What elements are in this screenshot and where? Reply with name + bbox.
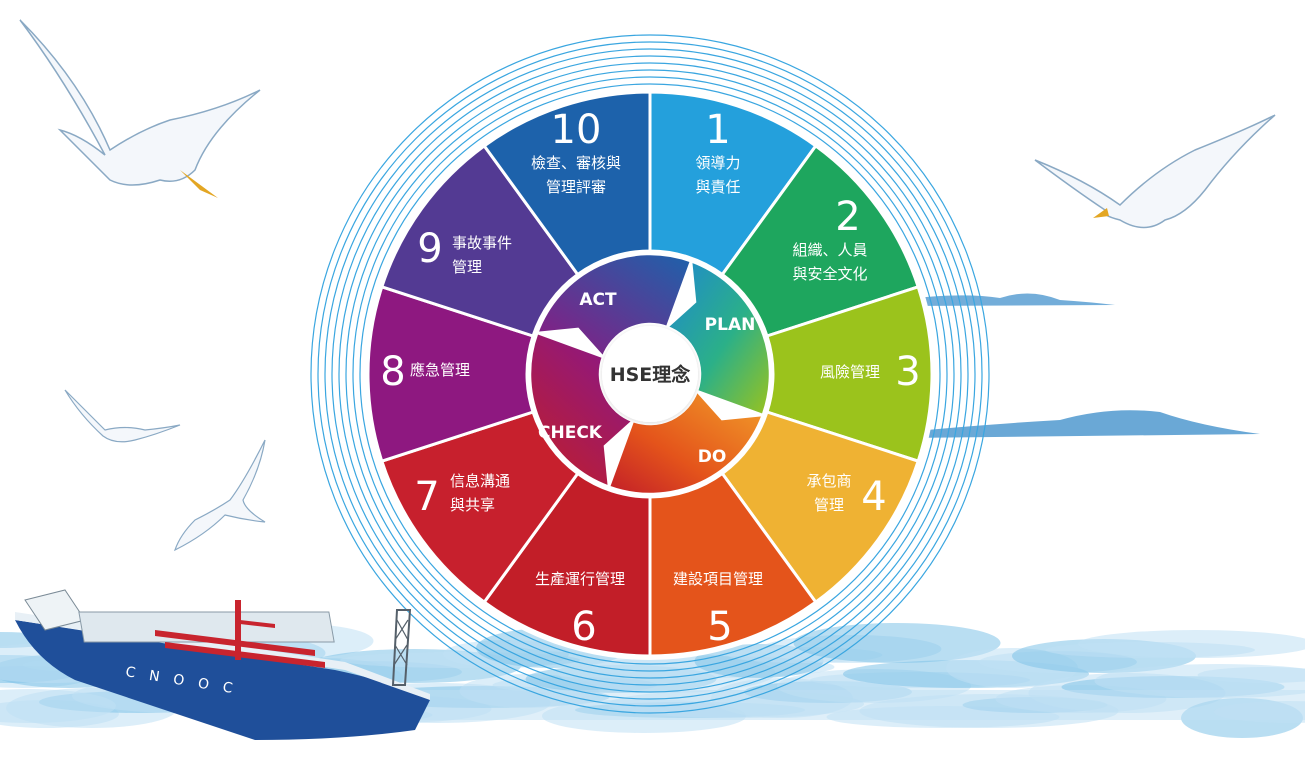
- segment-text: 與共享: [450, 496, 495, 514]
- segment-7: [379, 410, 580, 605]
- segment-4: [720, 410, 921, 605]
- segment-text: 建設項目管理: [673, 570, 763, 588]
- segment-1: [648, 90, 818, 277]
- phase-label-check: CHECK: [538, 423, 603, 443]
- segment-number: 9: [417, 226, 442, 272]
- segment-text: 組織、人員: [792, 241, 867, 259]
- segment-label-3: 3 風險管理: [820, 349, 921, 395]
- segment-5: [648, 471, 818, 658]
- pdca-phases: PLAN DO CHECK ACT: [528, 252, 772, 496]
- segment-text: 應急管理: [410, 361, 470, 379]
- segment-number: 1: [705, 107, 730, 153]
- segment-number: 7: [414, 474, 439, 520]
- segment-text: 管理評審: [546, 178, 606, 196]
- segment-label-6: 6 生產運行管理: [535, 570, 625, 650]
- center-hub: HSE理念: [602, 326, 698, 422]
- seagull-icon: [64, 389, 181, 443]
- segment-number: 10: [551, 107, 602, 153]
- segment-text: 生產運行管理: [535, 570, 625, 588]
- phase-do: [607, 388, 765, 496]
- segment-8: [366, 284, 535, 464]
- segment-text: 領導力: [695, 154, 740, 172]
- segment-text: 承包商: [806, 472, 851, 490]
- seagull-icon: [1034, 114, 1276, 229]
- segment-text: 事故事件: [452, 234, 512, 252]
- segment-text: 管理: [452, 258, 482, 276]
- segment-number: 5: [707, 604, 732, 650]
- segment-text: 與責任: [695, 178, 740, 196]
- segment-label-5: 5 建設項目管理: [673, 570, 763, 650]
- seagull-icon: [173, 439, 266, 552]
- phase-label-do: DO: [698, 447, 727, 467]
- segment-number: 8: [380, 349, 405, 395]
- island-silhouette: [900, 293, 1260, 438]
- phase-check: [528, 331, 636, 489]
- segment-text: 與安全文化: [792, 265, 867, 283]
- ship-illustration: CNOOC: [15, 589, 430, 740]
- phase-label-plan: PLAN: [705, 315, 756, 335]
- segment-text: 風險管理: [820, 363, 880, 381]
- segment-3: [765, 284, 934, 464]
- segment-number: 4: [861, 474, 886, 520]
- hse-element-segments: 1領導力與責任2組織、人員與安全文化3風險管理4承包商管理5建設項目管理6生產運…: [366, 90, 934, 658]
- segment-number: 2: [835, 194, 860, 240]
- segment-number: 3: [895, 349, 920, 395]
- segment-2: [720, 143, 921, 338]
- segment-9: [379, 143, 580, 338]
- segment-6: [482, 471, 652, 658]
- phase-plan: [664, 259, 772, 417]
- segment-text: 信息溝通: [450, 472, 510, 490]
- center-label: HSE理念: [610, 363, 691, 386]
- phase-label-act: ACT: [579, 290, 617, 310]
- segment-text: 檢查、審核與: [531, 154, 621, 172]
- seagull-icon: [19, 19, 261, 198]
- phase-act: [535, 252, 693, 360]
- segment-label-8: 8 應急管理: [380, 349, 470, 395]
- segment-text: 管理: [814, 496, 844, 514]
- segment-number: 6: [571, 604, 596, 650]
- segment-10: [482, 90, 652, 277]
